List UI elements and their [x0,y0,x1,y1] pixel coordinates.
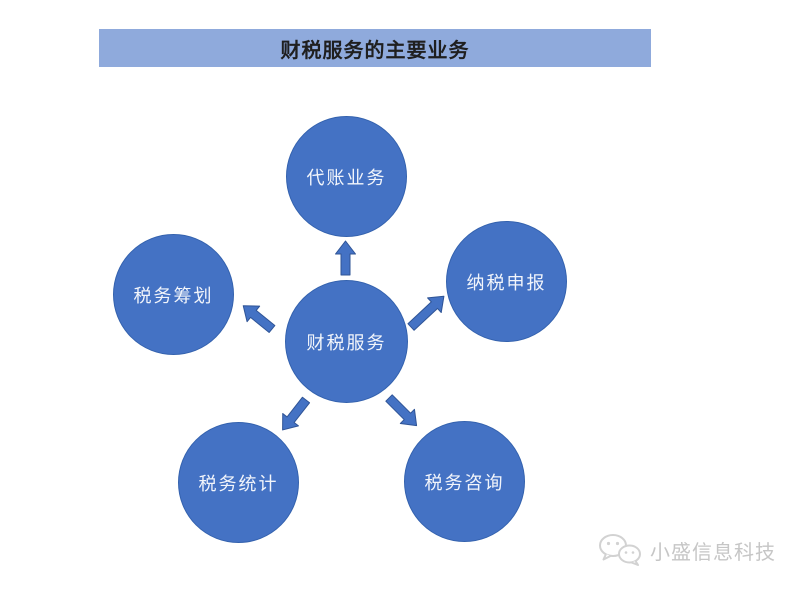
node-top-right-nashui-shenbao: 纳税申报 [446,221,567,342]
node-center-caishui-fuwu: 财税服务 [285,280,408,403]
node-top-daizhang-yewu: 代账业务 [286,116,407,237]
node-label: 代账业务 [306,167,387,189]
node-bottom-right-shuiwu-zixun: 税务咨询 [404,421,525,542]
node-bottom-left-shuiwu-tongji: 税务统计 [178,422,299,543]
arrow-center-to-left [242,305,276,333]
arrow-center-to-bottom-right [385,394,418,427]
page-title: 财税服务的主要业务 [280,37,470,62]
node-label: 税务咨询 [424,472,505,494]
node-left-shuiwu-chouhua: 税务筹划 [113,234,234,355]
arrow-center-to-bottom-left [282,396,311,431]
watermark-text: 小盛信息科技 [650,541,776,564]
node-label: 税务筹划 [133,285,214,307]
node-label: 税务统计 [198,473,279,495]
arrow-center-to-top-right [407,295,445,331]
watermark: 小盛信息科技 [598,533,776,567]
title-banner: 财税服务的主要业务 [99,29,651,67]
wechat-icon [599,534,641,566]
node-label: 纳税申报 [466,272,547,294]
arrow-center-to-top [335,240,356,276]
node-label: 财税服务 [306,332,387,354]
